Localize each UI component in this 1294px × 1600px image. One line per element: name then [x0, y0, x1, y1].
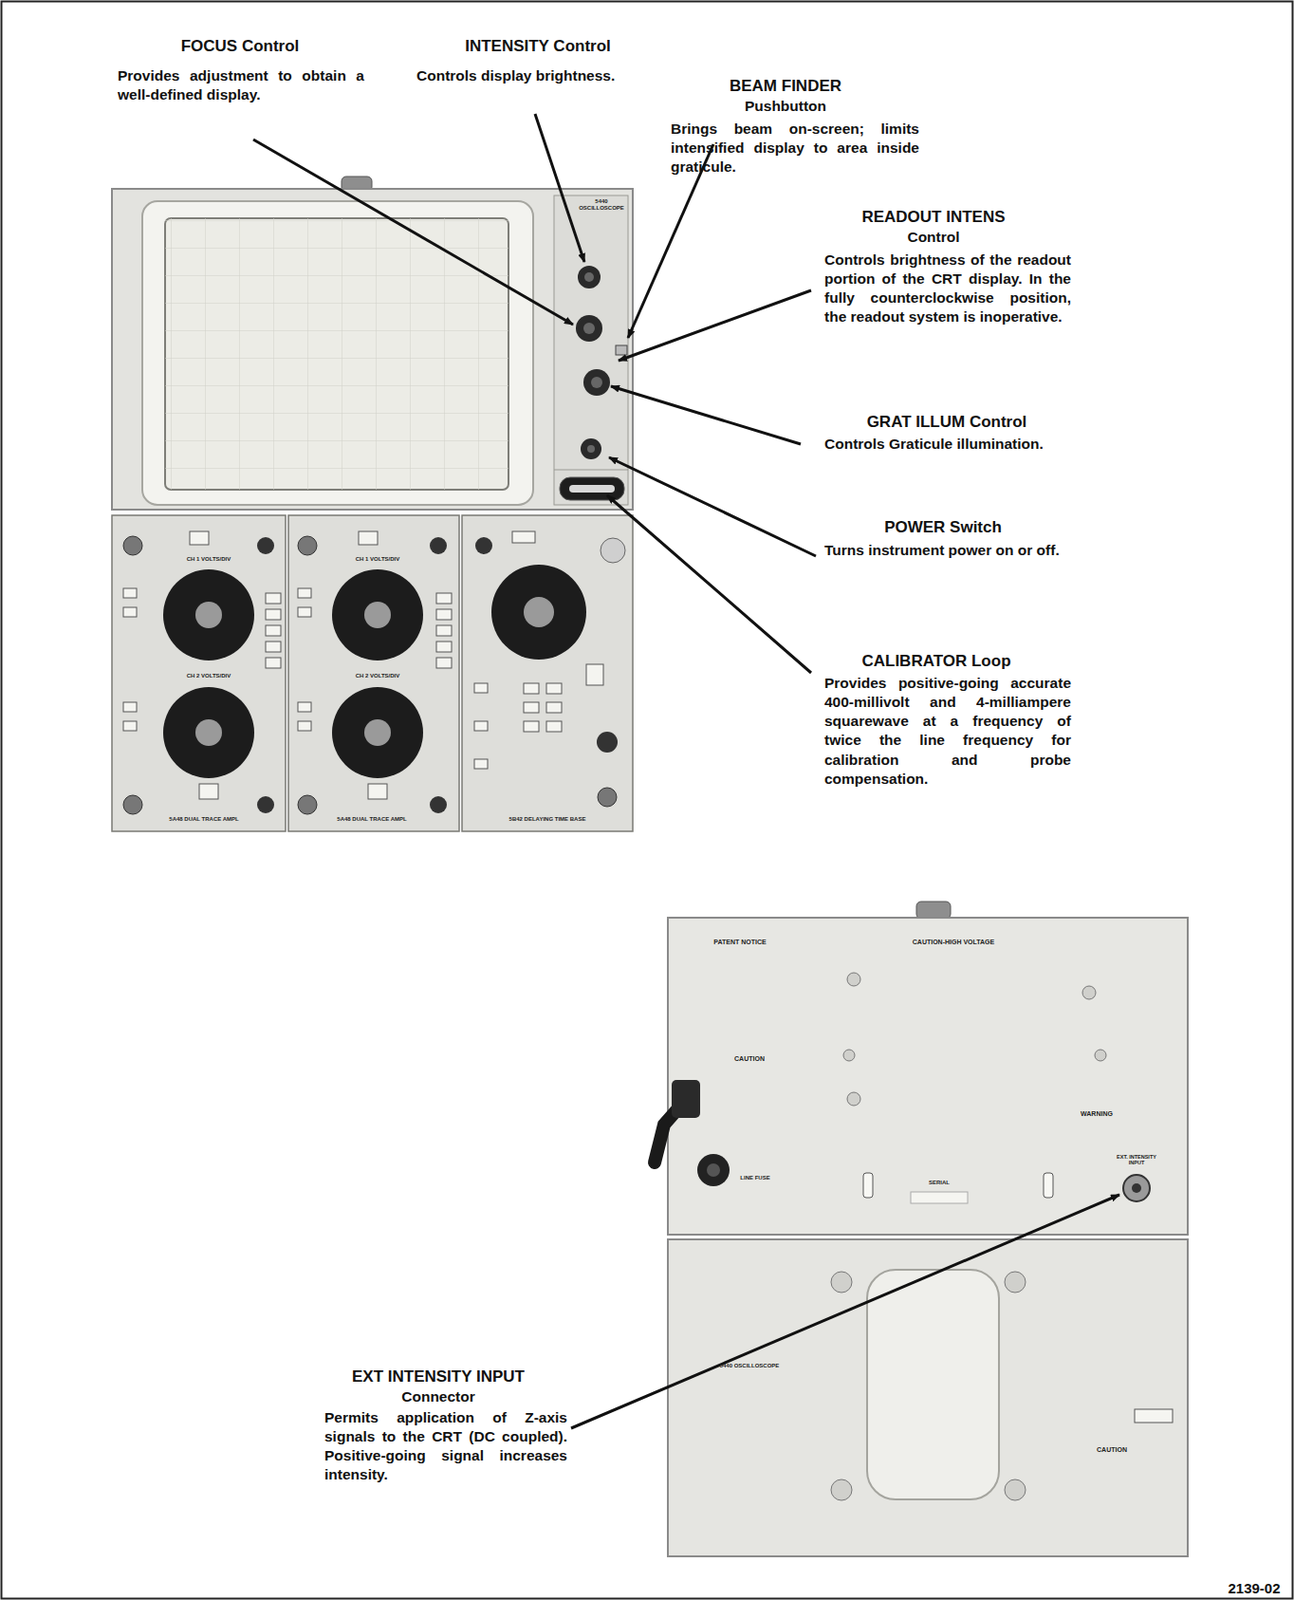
heading: READOUT INTENS: [810, 206, 1057, 228]
panel-marking: 5A48 DUAL TRACE AMPL: [324, 815, 420, 823]
panel-marking: CAUTION: [720, 1054, 778, 1063]
heading: EXT INTENSITY INPUT: [295, 1366, 581, 1387]
panel-marking: CAUTION: [1083, 1445, 1141, 1454]
body: Provides adjustment to obtain a well-def…: [117, 66, 365, 105]
heading: GRAT ILLUM Control: [823, 411, 1071, 433]
panel-marking: WARNING: [1063, 1109, 1130, 1118]
body: Controls brightness of the readout porti…: [824, 250, 1072, 328]
panel-marking: CH 1 VOLTS/DIV: [166, 555, 252, 563]
panel-marking: 5A48 DUAL TRACE AMPL: [156, 815, 252, 823]
panel-marking: CAUTION-HIGH VOLTAGE: [896, 938, 1011, 946]
heading: FOCUS Control: [97, 36, 383, 57]
panel-marking: EXT. INTENSITY INPUT: [1112, 1153, 1161, 1165]
panel-marking: CH 2 VOLTS/DIV: [166, 672, 252, 680]
panel-marking: SERIAL: [915, 1179, 963, 1186]
panel-marking: CH 1 VOLTS/DIV: [334, 555, 421, 563]
heading: INTENSITY Control: [395, 36, 681, 57]
heading: Pushbutton: [662, 96, 909, 116]
body: Controls Graticule illumination.: [824, 434, 1053, 454]
panel-marking: PATENT NOTICE: [697, 938, 783, 946]
panel-marking: 5440 OSCILLOSCOPE: [711, 1362, 788, 1369]
figure-number: 2139-02: [1211, 1578, 1294, 1598]
heading: Control: [810, 227, 1057, 247]
panel-marking: LINE FUSE: [726, 1174, 784, 1182]
body: Permits application of Z-axis signals to…: [324, 1407, 568, 1485]
heading: CALIBRATOR Loop: [803, 650, 1070, 672]
panel-marking: CH 2 VOLTS/DIV: [334, 672, 421, 680]
body: Controls display brightness.: [416, 66, 659, 86]
heading: POWER Switch: [819, 517, 1067, 538]
body: Provides positive-going accurate 400-mil…: [824, 673, 1072, 789]
panel-marking: 5B42 DELAYING TIME BASE: [495, 815, 600, 823]
heading: BEAM FINDER: [662, 75, 909, 97]
panel-marking: 5440 OSCILLOSCOPE: [574, 198, 629, 211]
body: Brings beam on-screen; limits intensifie…: [670, 119, 920, 177]
heading: Connector: [295, 1386, 581, 1406]
body: Turns instrument power on or off.: [824, 540, 1068, 560]
